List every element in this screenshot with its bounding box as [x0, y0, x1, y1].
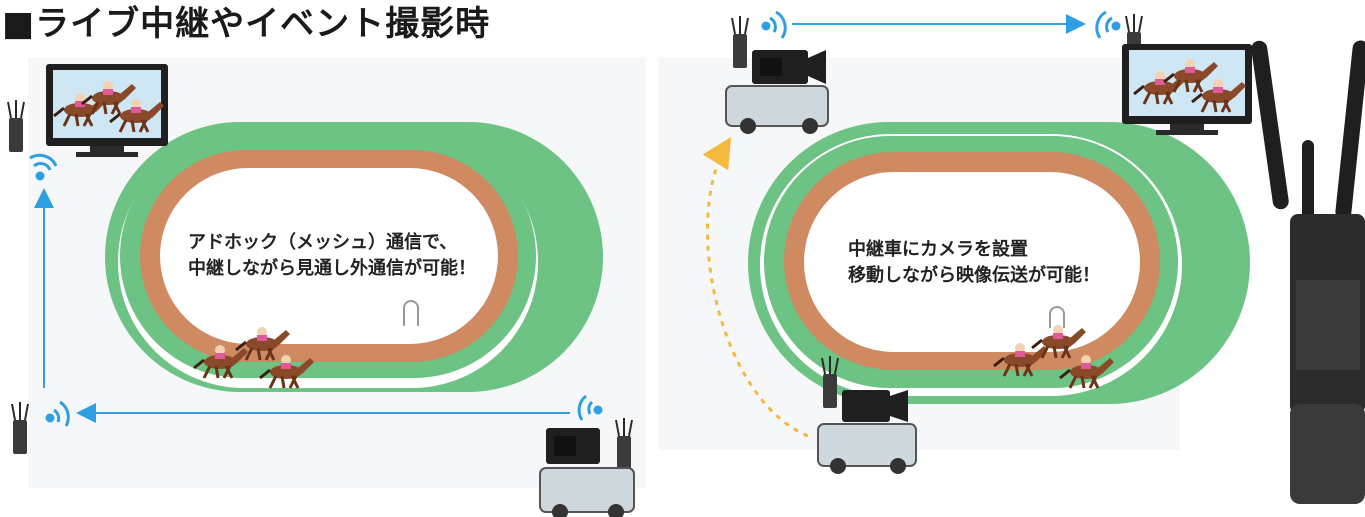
signal-wave-icon [29, 153, 58, 181]
page-title: ■ライブ中継やイベント撮影時 [2, 4, 491, 44]
signal-wave-icon [1095, 10, 1121, 39]
right-caption: 中継車にカメラを設置 移動しながら映像伝送が可能！ [848, 237, 1100, 289]
right-race-track [748, 122, 1250, 404]
right-caption-line2: 移動しながら映像伝送が可能！ [848, 265, 1100, 286]
right-caption-line1: 中継車にカメラを設置 [848, 239, 1028, 260]
radio-relay-icon [11, 401, 29, 455]
signal-wave-icon [45, 400, 70, 427]
left-caption-line2: 中継しながら見通し外通信が可能！ [188, 258, 476, 279]
signal-wave-icon [577, 394, 603, 421]
tv-monitor-icon [46, 64, 168, 157]
broadcast-van-icon [539, 417, 635, 517]
arch-marker-icon [403, 300, 419, 326]
left-caption-line1: アドホック（メッシュ）通信で、 [188, 232, 458, 253]
left-caption: アドホック（メッシュ）通信で、 中継しながら見通し外通信が可能！ [188, 230, 476, 282]
van-movement-path [702, 136, 809, 438]
arch-marker-icon [1049, 306, 1065, 328]
broadcast-van-camera-icon [817, 355, 917, 474]
tv-monitor-icon [1122, 13, 1252, 135]
broadcast-van-camera-icon [725, 15, 829, 134]
left-race-track [105, 122, 603, 392]
wireless-transmitter-device [1251, 40, 1365, 504]
radio-receiver-icon [7, 99, 25, 153]
signal-wave-icon [761, 10, 787, 39]
left-panel [7, 58, 646, 517]
right-panel [658, 10, 1252, 474]
